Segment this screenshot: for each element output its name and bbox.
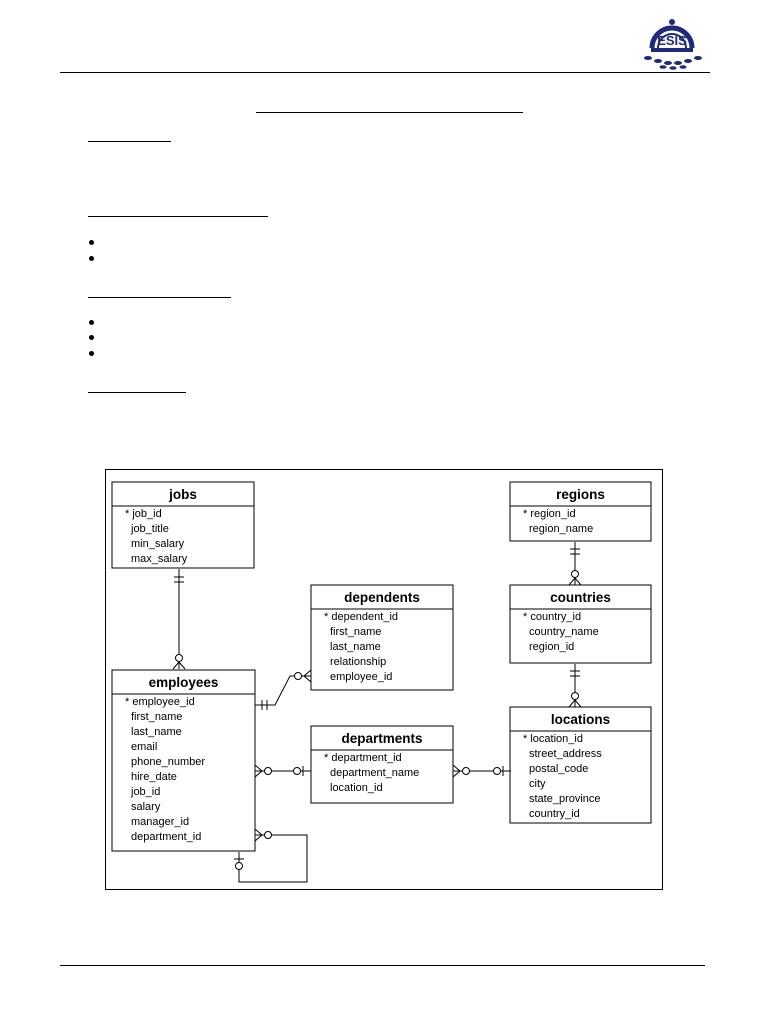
logo-text: ESIS (657, 33, 687, 48)
entity-title: jobs (168, 487, 197, 502)
heading-underline-2 (88, 216, 268, 217)
entity-field: hire_date (131, 771, 177, 783)
primary-key-field: * department_id (324, 752, 402, 764)
heading-underline-4 (88, 392, 186, 393)
entity-field: last_name (330, 641, 381, 653)
rel-locations-departments (452, 764, 511, 778)
entity-box (111, 481, 255, 569)
bullet (89, 256, 94, 261)
bullet (89, 240, 94, 245)
entity-jobs: jobs * job_id job_title min_salary max_salar… (111, 481, 255, 569)
entity-departments: departments * department_id department_nam… (310, 725, 454, 804)
entity-box (509, 584, 652, 664)
entity-box (509, 706, 652, 824)
relationships (172, 542, 582, 883)
entity-title: regions (556, 487, 605, 502)
entity-box (111, 669, 256, 852)
entity-field: department_name (330, 767, 419, 779)
heading-underline-3 (88, 297, 231, 298)
entity-title: countries (550, 590, 611, 605)
entity-field: last_name (131, 726, 182, 738)
entity-dependents: dependents * dependent_id first_name last_n… (310, 584, 454, 691)
heading-underline-1 (88, 141, 171, 142)
rel-jobs-employees (172, 569, 186, 670)
entity-field: email (131, 741, 157, 753)
entity-box (509, 481, 652, 542)
entity-field: manager_id (131, 816, 189, 828)
entity-field: postal_code (529, 763, 588, 775)
entity-field: max_salary (131, 553, 188, 565)
entity-box (310, 725, 454, 804)
entity-field: relationship (330, 656, 386, 668)
bullet (89, 351, 94, 356)
entity-locations: locations * location_id street_addresspost… (509, 706, 652, 824)
primary-key-field: * dependent_id (324, 611, 398, 623)
rel-countries-locations (568, 664, 582, 708)
entity-title: employees (149, 675, 219, 690)
er-diagram-frame (105, 469, 663, 890)
rel-employees-manager (234, 828, 308, 883)
entity-field: location_id (330, 782, 383, 794)
title-underline (256, 112, 523, 113)
entity-box (310, 584, 454, 691)
rel-departments-employees (254, 764, 311, 778)
entity-regions: regions * region_id region_name (509, 481, 652, 542)
entity-field: phone_number (131, 756, 205, 768)
primary-key-field: * location_id (523, 733, 583, 745)
entity-field: region_name (529, 523, 593, 535)
entity-title: dependents (344, 590, 420, 605)
entities: jobs * job_id job_title min_salary max_salar… (111, 481, 652, 852)
entity-field: region_id (529, 641, 574, 653)
entity-field: country_name (529, 626, 599, 638)
entity-field: country_id (529, 808, 580, 820)
entity-field: state_province (529, 793, 601, 805)
primary-key-field: * employee_id (125, 696, 195, 708)
entity-title: departments (341, 731, 422, 746)
entity-field: first_name (330, 626, 381, 638)
entity-field: min_salary (131, 538, 185, 550)
entity-field: street_address (529, 748, 602, 760)
primary-key-field: * country_id (523, 611, 581, 623)
entity-field: first_name (131, 711, 182, 723)
entity-employees: employees * employee_id first_name last_nam… (111, 669, 256, 852)
primary-key-field: * region_id (523, 508, 576, 520)
bullet (89, 320, 94, 325)
entity-field: city (529, 778, 546, 790)
primary-key-field: * job_id (125, 508, 162, 520)
entity-field: employee_id (330, 671, 392, 683)
entity-field: department_id (131, 831, 201, 843)
footer-rule (60, 965, 705, 966)
entity-field: job_id (130, 786, 160, 798)
header-rule (60, 72, 710, 73)
rel-employees-dependents (255, 669, 312, 710)
rel-regions-countries (568, 542, 582, 586)
entity-countries: countries * country_id country_name region_… (509, 584, 652, 664)
entity-field: salary (131, 801, 161, 813)
esis-logo: ESIS (644, 19, 702, 70)
bullet (89, 335, 94, 340)
entity-title: locations (551, 712, 610, 727)
entity-field: job_title (130, 523, 169, 535)
